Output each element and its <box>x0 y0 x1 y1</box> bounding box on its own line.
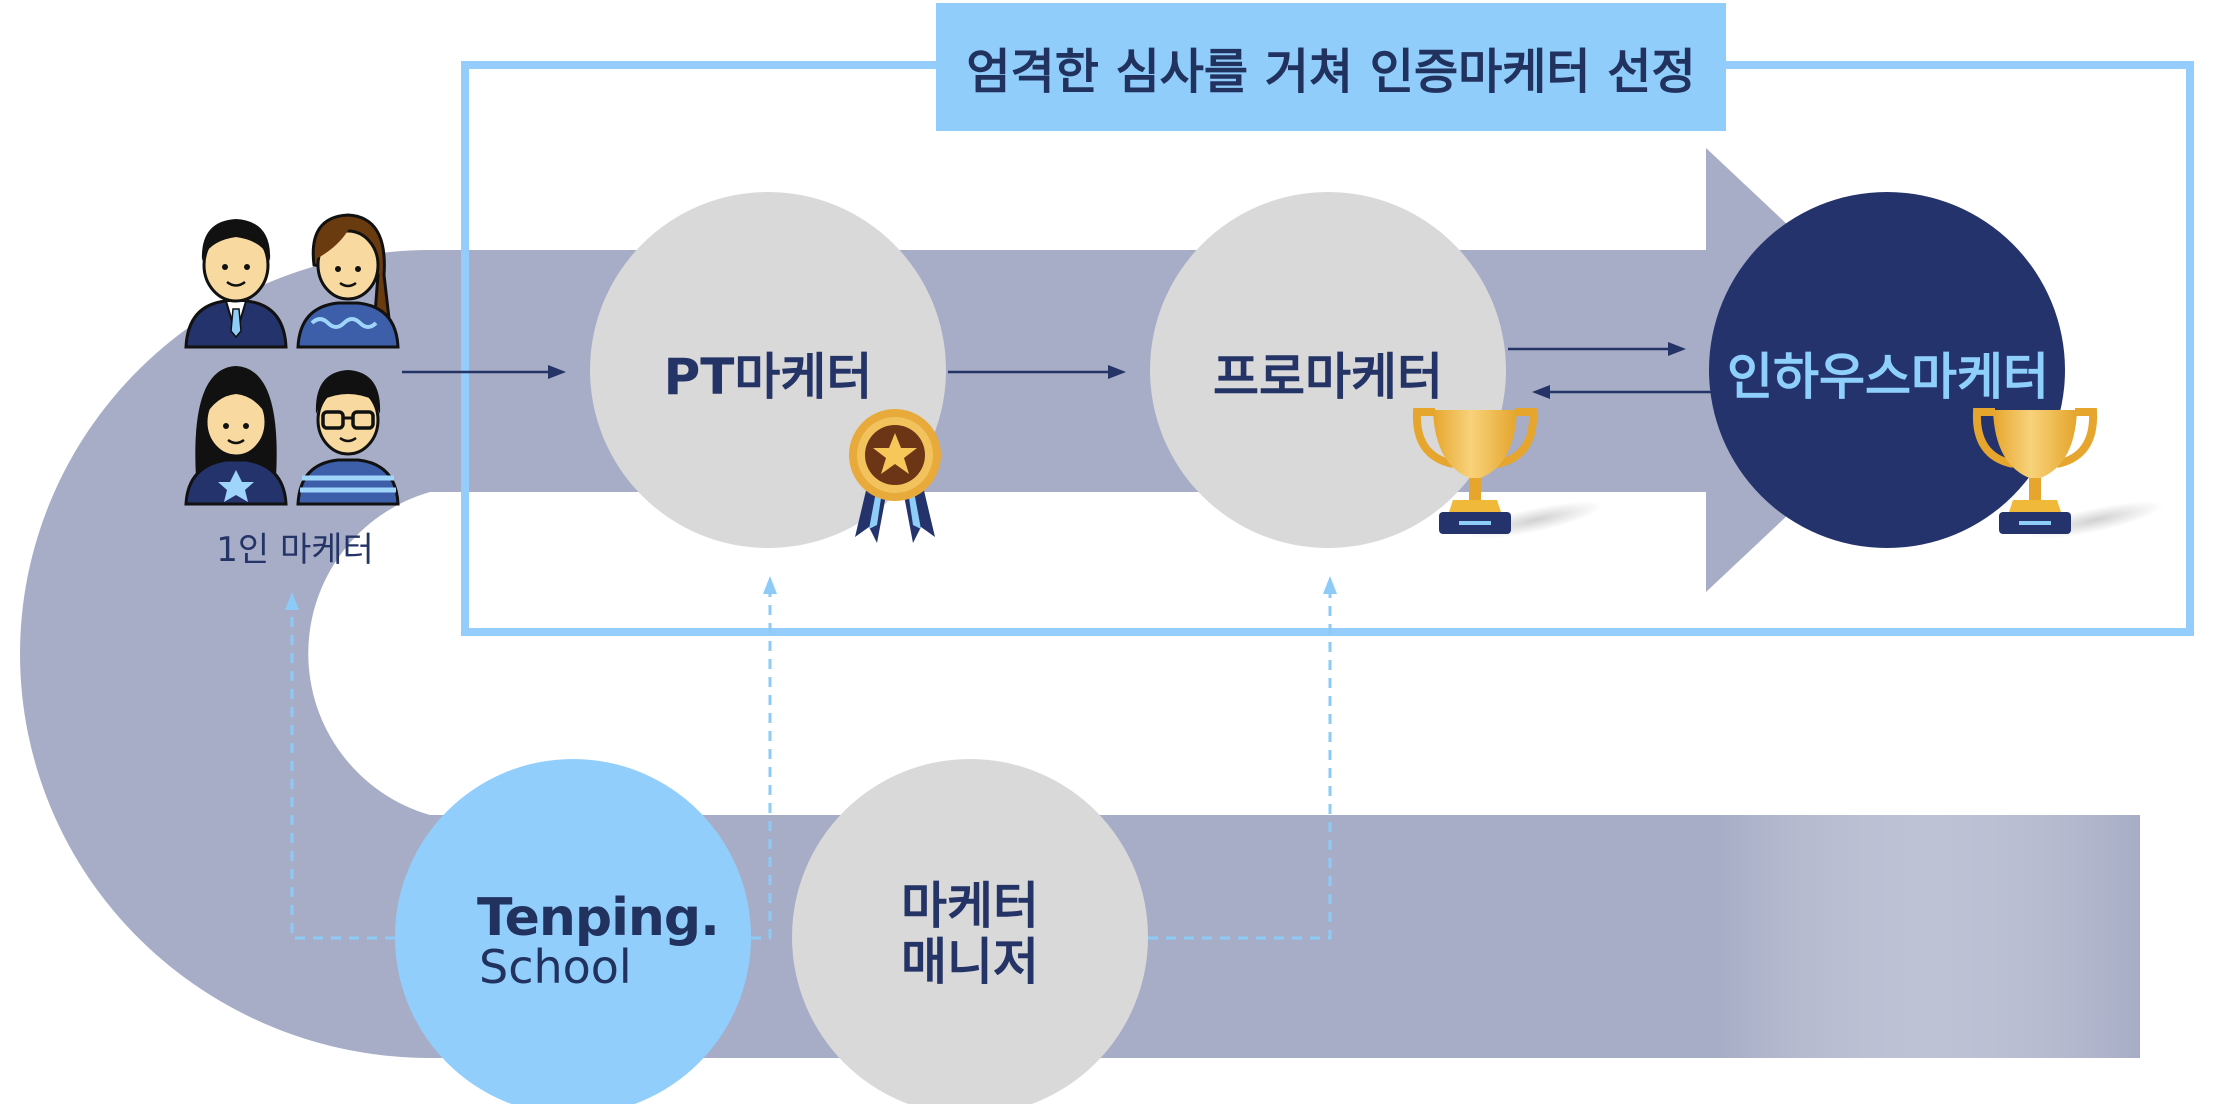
dashed-arrow-head-icon <box>285 592 299 610</box>
trophy-icon <box>1972 408 2164 539</box>
dashed-arrow <box>751 590 772 940</box>
dashed-arrow <box>290 605 395 940</box>
arrow-head-icon <box>1108 365 1126 379</box>
dashed-arrow-head-icon <box>763 576 777 594</box>
pt-marketer-label: PT마케터 <box>663 348 873 406</box>
arrow-head-icon <box>1532 385 1550 399</box>
arrow-head-icon <box>548 365 566 379</box>
manager-circle <box>792 759 1148 1104</box>
person-icon <box>296 213 400 349</box>
manager-line-1: 마케터 <box>901 877 1039 935</box>
inhouse-marketer-label: 인하우스마케터 <box>1727 348 2049 406</box>
tenping-school-brand: Tenping. <box>477 888 720 948</box>
solo-marketer-label: 1인 마케터 <box>216 530 374 570</box>
flow-arrows <box>402 342 1712 399</box>
track-fade <box>1200 815 2140 1058</box>
marketer-manager-label: 마케터 매니저 <box>880 878 1060 990</box>
selection-title: 엄격한 심사를 거쳐 인증마케터 선정 <box>936 3 1726 131</box>
pro-marketer-label: 프로마케터 <box>1213 348 1443 406</box>
person-icon <box>296 370 400 506</box>
solo-marketers <box>184 213 400 506</box>
trophy-icon <box>1412 408 1604 539</box>
tenping-school-sub: School <box>479 940 632 994</box>
arrow-head-icon <box>1668 342 1686 356</box>
manager-line-2: 매니저 <box>901 933 1039 991</box>
inhouse-circle <box>1709 192 2065 548</box>
support-arrows <box>290 590 1332 940</box>
school-circle <box>395 759 751 1104</box>
medal-icon <box>849 409 941 543</box>
dashed-arrow-head-icon <box>1323 576 1337 594</box>
person-icon <box>184 366 288 506</box>
person-icon <box>184 219 288 349</box>
dashed-arrow <box>1148 590 1332 940</box>
pro-circle <box>1150 192 1506 548</box>
